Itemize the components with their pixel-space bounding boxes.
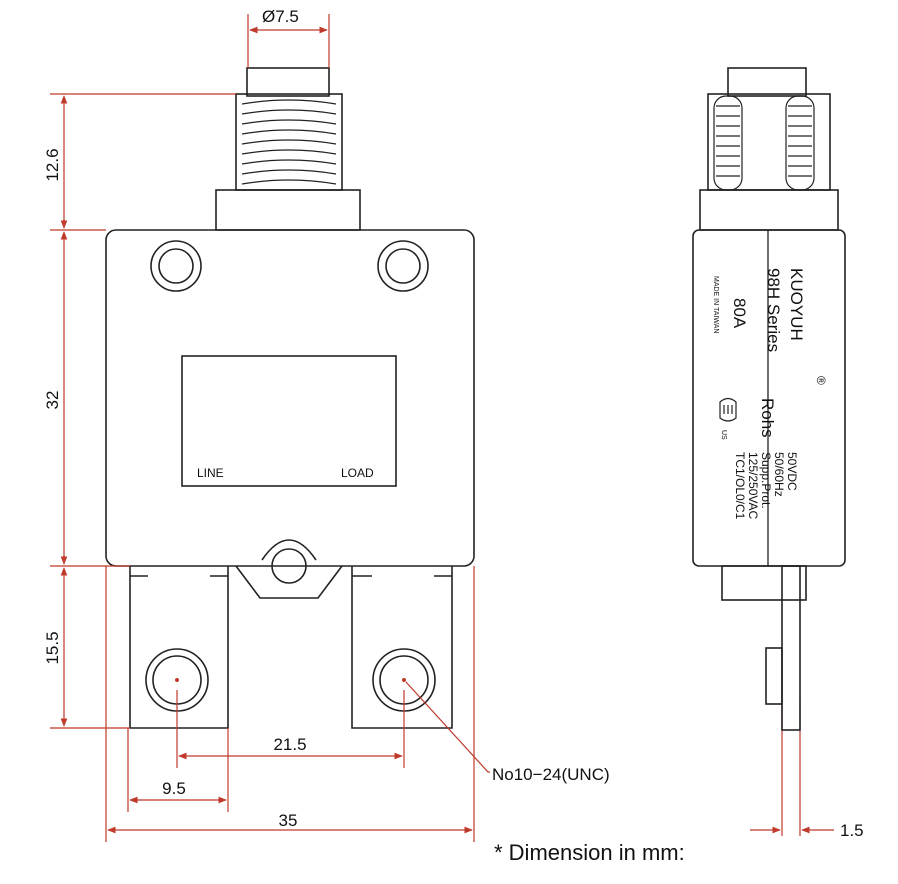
side-tab — [781, 565, 801, 731]
dimension-note: * Dimension in mm: — [494, 840, 685, 865]
front-view — [105, 67, 475, 729]
dimension-lines — [50, 14, 834, 842]
dim-terminal-spacing: 21.5 — [273, 735, 306, 754]
side-button-cap — [727, 67, 807, 97]
dim-terminal-height: 15.5 — [43, 631, 62, 664]
side-tab-bump — [765, 647, 783, 705]
origin-text: MADE IN TAIWAN — [712, 276, 719, 333]
mounting-hole-right — [377, 240, 429, 292]
line-label: LINE — [197, 466, 224, 480]
screw-spec: No10−24(UNC) — [492, 765, 610, 784]
label-window — [181, 355, 397, 487]
rating-text: 80A — [730, 298, 749, 329]
load-label: LOAD — [341, 466, 374, 480]
collar — [215, 189, 361, 231]
dim-thread-height: 12.6 — [43, 148, 62, 181]
center-lug — [235, 565, 343, 599]
series-text: 98H Series — [764, 268, 783, 352]
dim-body-height: 32 — [43, 391, 62, 410]
hz-text: 50/60Hz — [772, 452, 786, 497]
brand-text: KUOYUH — [787, 268, 806, 341]
side-collar — [699, 189, 839, 231]
side-view — [692, 67, 846, 731]
button-cap — [246, 67, 330, 97]
center-hole — [271, 548, 307, 584]
tc-code-text: TC1/OL0/C1 — [733, 452, 747, 520]
terminal-load — [351, 566, 453, 729]
ul-mark — [719, 397, 737, 422]
terminal-line — [129, 566, 229, 729]
breaker-body — [105, 229, 475, 567]
vac-rating-text: 125/250VAC — [746, 452, 760, 519]
side-label: KUOYUH ® 98H Series 80A MADE IN TAIWAN R… — [712, 268, 828, 520]
side-base — [721, 565, 807, 601]
supp-prot-text: Supp.Prot. — [759, 452, 773, 509]
dim-overall-width: 35 — [279, 811, 298, 830]
rohs-text: Rohs — [758, 398, 777, 438]
thread-lines — [241, 99, 337, 185]
us-text: US — [720, 430, 727, 440]
dim-button-diameter: Ø7.5 — [262, 7, 299, 26]
dim-tab-thickness: 1.5 — [840, 821, 864, 840]
dc-rating-text: 50VDC — [785, 452, 799, 491]
mounting-hole-left — [150, 240, 202, 292]
dim-terminal-width: 9.5 — [162, 779, 186, 798]
registered-mark: ® — [814, 376, 828, 385]
